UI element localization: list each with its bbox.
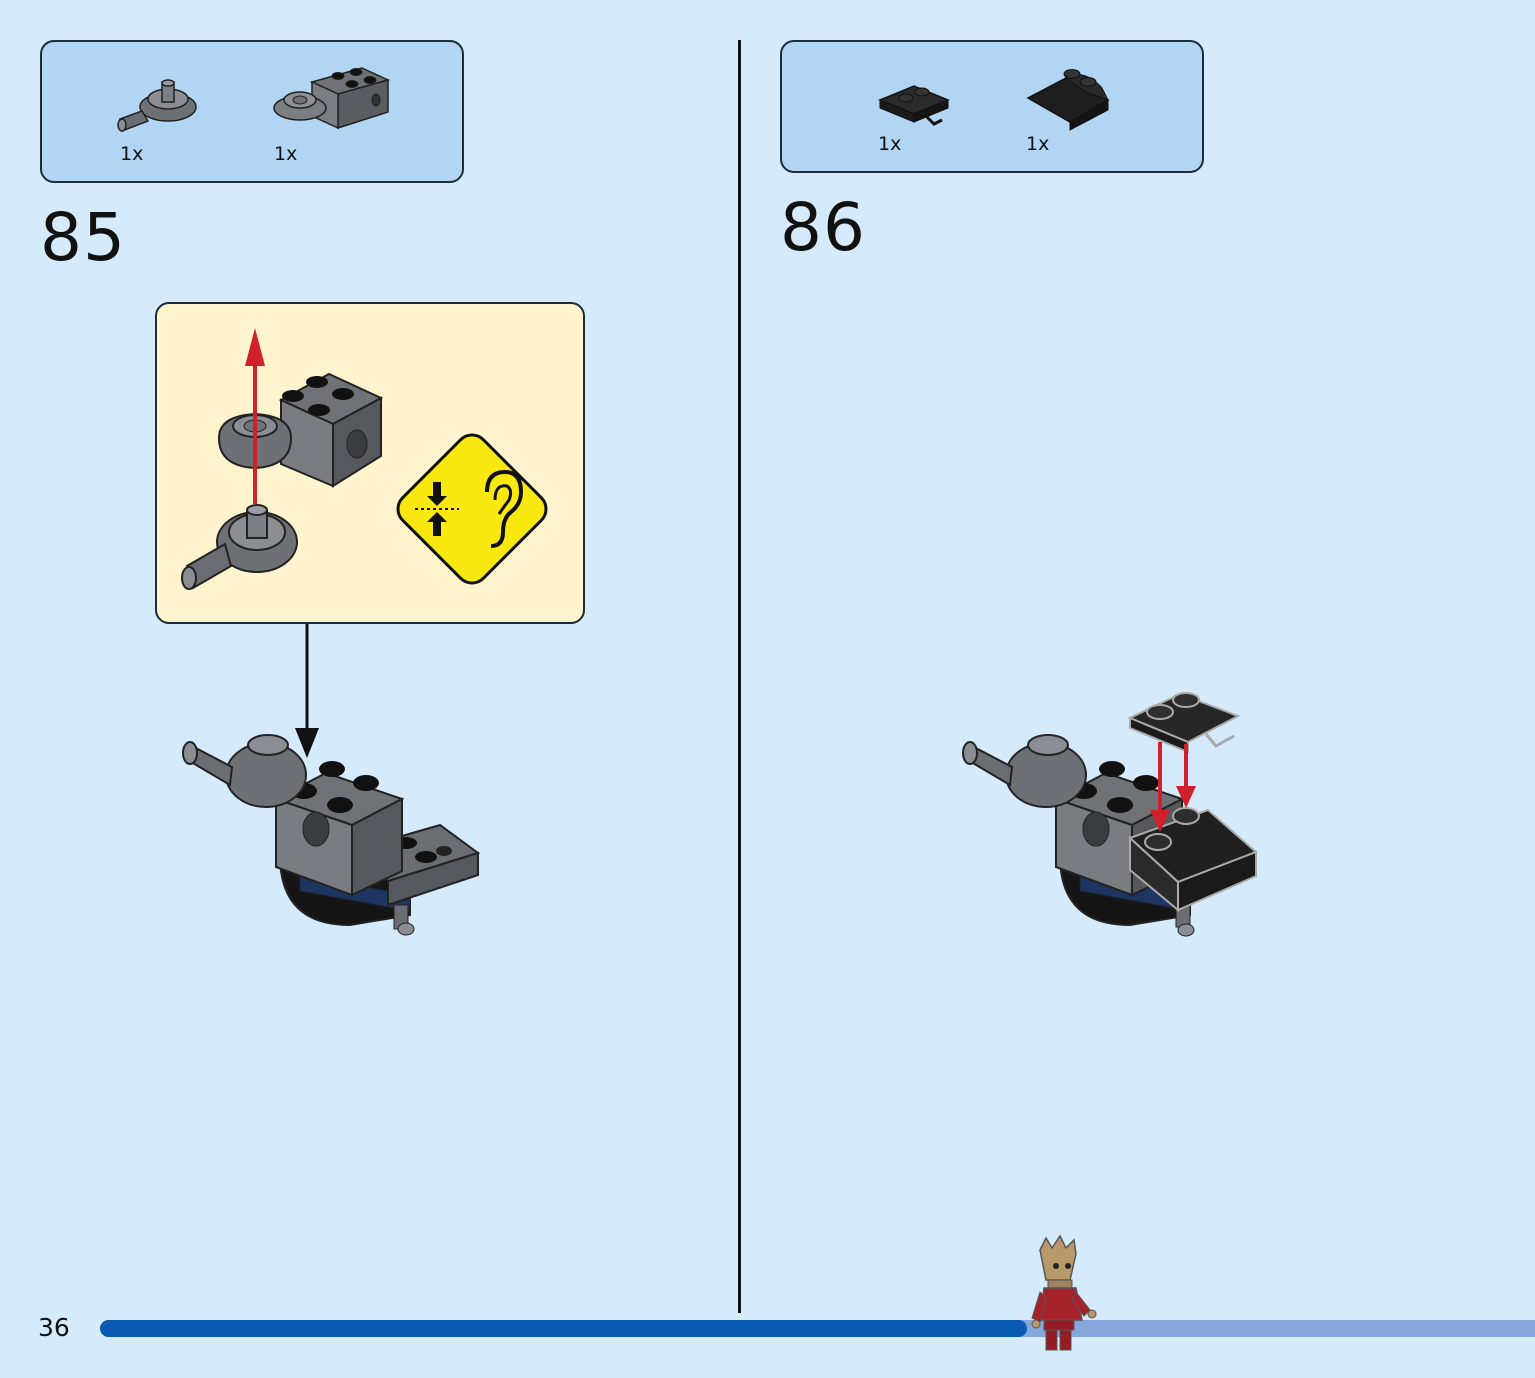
part-qty: 1x	[274, 143, 298, 165]
step-number: 85	[40, 199, 126, 276]
click-sound-ear-icon	[396, 433, 548, 585]
part-qty: 1x	[1026, 133, 1050, 155]
step-number: 86	[780, 189, 866, 266]
curved-slope-part-icon	[1026, 69, 1110, 131]
page-number: 36	[38, 1313, 70, 1342]
callout-connector-arrow	[295, 624, 319, 758]
ball-joint-piece	[181, 504, 298, 590]
groot-minifigure-icon	[1031, 1234, 1097, 1351]
plate-clips-part-icon	[878, 85, 950, 126]
assembly-arrow-up	[245, 328, 265, 504]
step-divider	[738, 40, 741, 1313]
progress-bar	[100, 1320, 1535, 1337]
parts-list-step-85: 1x 1x	[40, 40, 464, 183]
parts-list-step-86: 1x 1x	[780, 40, 1204, 173]
part-qty: 1x	[878, 133, 902, 155]
brick-socket-piece	[217, 372, 384, 488]
part-qty: 1x	[120, 143, 144, 165]
progress-bar-fill	[100, 1320, 1027, 1337]
sub-assembly-illustration	[181, 328, 548, 590]
sub-assembly-callout	[155, 302, 585, 624]
brick-ball-socket-part-icon	[273, 67, 391, 130]
model-assembly-step-86	[962, 692, 1258, 937]
ball-joint-socket-part-icon	[117, 79, 197, 133]
model-assembly-step-85	[182, 734, 481, 936]
